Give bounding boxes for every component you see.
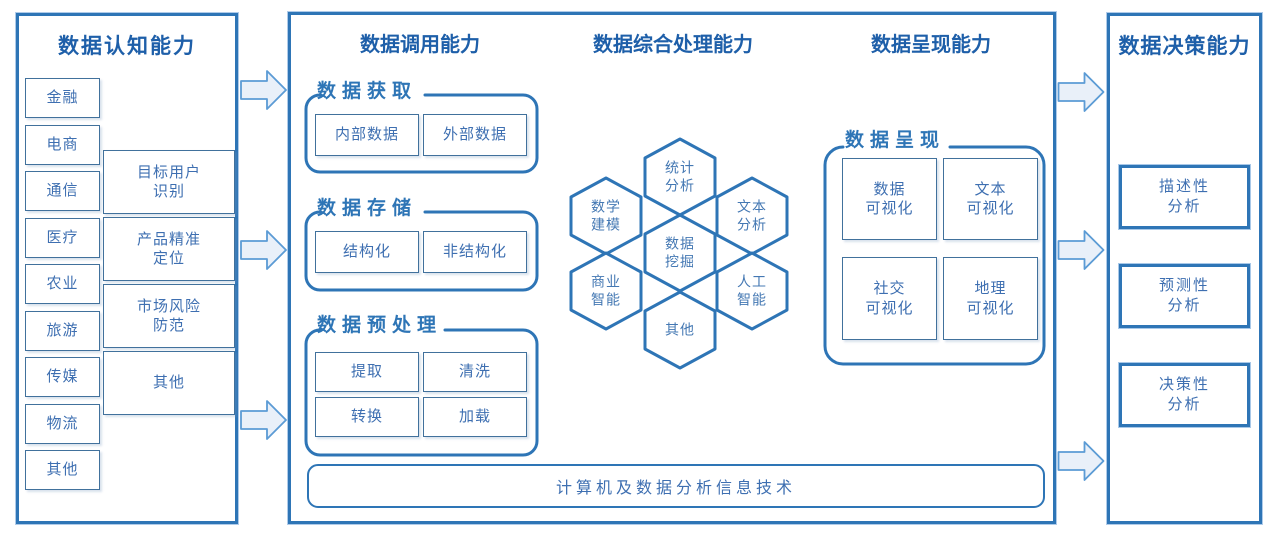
box-descriptive-analysis: 描述性 分析 bbox=[1119, 165, 1250, 229]
box-text-visualization: 文本 可视化 bbox=[943, 158, 1038, 240]
label-data-preprocessing: 数据预处理 bbox=[317, 315, 443, 336]
box-unstructured: 非结构化 bbox=[423, 231, 527, 273]
box-external-data: 外部数据 bbox=[423, 114, 527, 156]
industry-box-logistics: 物流 bbox=[25, 404, 100, 444]
label-data-storage: 数据存储 bbox=[317, 198, 418, 219]
flow-arrow-icon bbox=[240, 230, 287, 270]
application-box-market-risk: 市场风险 防范 bbox=[103, 284, 235, 348]
application-box-product-positioning: 产品精准 定位 bbox=[103, 217, 235, 281]
box-load: 加载 bbox=[423, 397, 527, 437]
box-extract: 提取 bbox=[315, 352, 419, 392]
panel-title-cognition: 数据认知能力 bbox=[58, 35, 196, 58]
box-data-visualization: 数据 可视化 bbox=[842, 158, 937, 240]
hex-label-artificial-intelligence: 人工 智能 bbox=[737, 273, 767, 308]
industry-box-finance: 金融 bbox=[25, 78, 100, 118]
label-data-presentation: 数据呈现 bbox=[845, 130, 946, 151]
box-decisive-analysis: 决策性 分析 bbox=[1119, 363, 1250, 427]
application-box-target-user: 目标用户 识别 bbox=[103, 150, 235, 214]
flow-arrow-icon bbox=[1057, 230, 1105, 270]
panel-data-processing-main: 数据调用能力 数据综合处理能力 数据呈现能力 数据获取 数据存储 bbox=[288, 12, 1056, 524]
box-structured: 结构化 bbox=[315, 231, 419, 273]
header-data-presentation: 数据呈现能力 bbox=[871, 34, 991, 56]
flow-arrow-icon bbox=[1057, 441, 1105, 481]
flow-arrow-icon bbox=[240, 400, 287, 440]
industry-box-media: 传媒 bbox=[25, 357, 100, 397]
header-data-comprehensive-processing: 数据综合处理能力 bbox=[593, 34, 753, 56]
box-predictive-analysis: 预测性 分析 bbox=[1119, 264, 1250, 328]
hex-label-text-analysis: 文本 分析 bbox=[737, 198, 767, 233]
panel-data-cognition: 数据认知能力 金融 电商 通信 医疗 农业 旅游 传媒 物流 其他 目标用户 识… bbox=[16, 13, 238, 524]
box-clean: 清洗 bbox=[423, 352, 527, 392]
hex-label-data-mining: 数据 挖掘 bbox=[665, 235, 695, 270]
industry-box-agriculture: 农业 bbox=[25, 264, 100, 304]
foundation-bar-it-technology: 计算机及数据分析信息技术 bbox=[307, 464, 1045, 508]
flow-arrow-icon bbox=[1057, 72, 1105, 112]
application-box-other: 其他 bbox=[103, 351, 235, 415]
hex-label-business-intelligence: 商业 智能 bbox=[591, 273, 621, 308]
hex-label-math-modeling: 数学 建模 bbox=[591, 198, 621, 233]
box-internal-data: 内部数据 bbox=[315, 114, 419, 156]
box-social-visualization: 社交 可视化 bbox=[842, 257, 937, 340]
panel-title-decision: 数据决策能力 bbox=[1118, 35, 1251, 58]
header-data-invocation: 数据调用能力 bbox=[360, 34, 480, 56]
hex-label-statistical-analysis: 统计 分析 bbox=[665, 159, 695, 194]
box-geo-visualization: 地理 可视化 bbox=[943, 257, 1038, 340]
industry-box-tourism: 旅游 bbox=[25, 311, 100, 351]
flow-arrow-icon bbox=[240, 70, 287, 110]
hex-label-other: 其他 bbox=[665, 321, 695, 338]
industry-box-ecommerce: 电商 bbox=[25, 125, 100, 165]
label-data-acquisition: 数据获取 bbox=[317, 81, 418, 102]
box-transform: 转换 bbox=[315, 397, 419, 437]
industry-box-medical: 医疗 bbox=[25, 218, 100, 258]
industry-box-telecom: 通信 bbox=[25, 171, 100, 211]
industry-box-other: 其他 bbox=[25, 450, 100, 490]
panel-data-decision: 数据决策能力 描述性 分析 预测性 分析 决策性 分析 bbox=[1107, 13, 1262, 524]
